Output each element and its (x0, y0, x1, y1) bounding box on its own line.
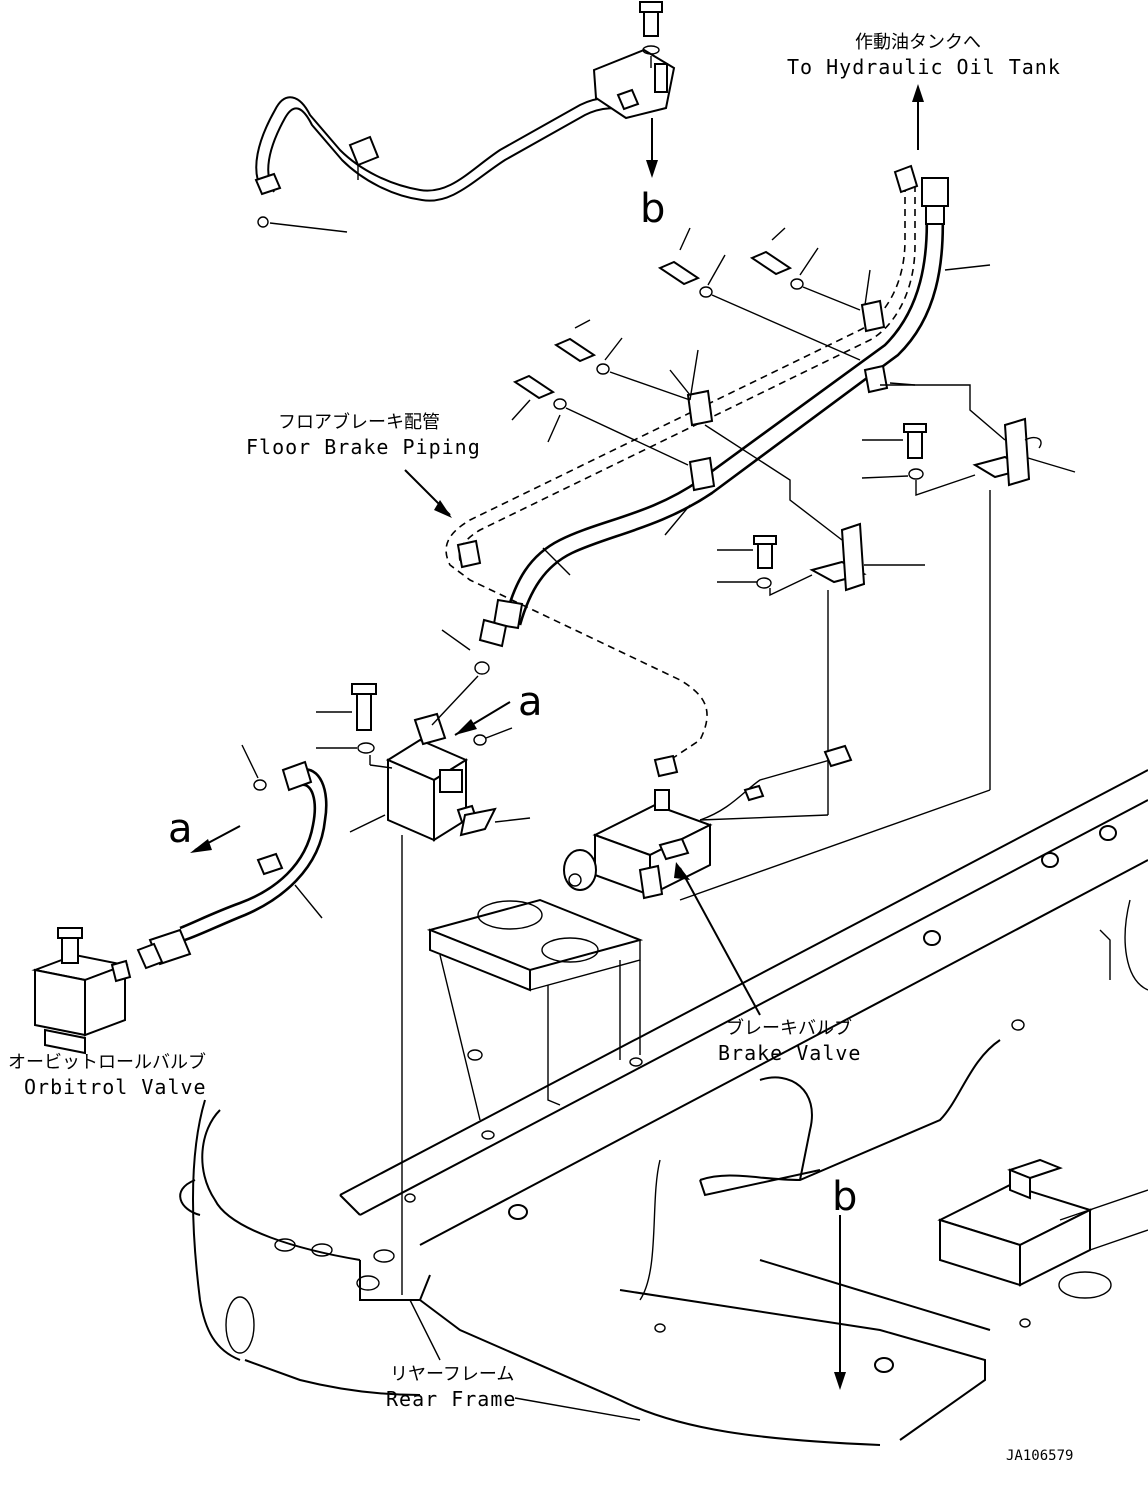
ref-b-upper: b (640, 186, 665, 232)
floor-brake-pipe (445, 164, 919, 778)
ref-b-lower: b (832, 1174, 857, 1220)
brake-valve-label-jp: ブレーキバルブ (726, 1017, 852, 1039)
brake-valve (563, 744, 991, 1016)
hydraulic-tank-label-en: To Hydraulic Oil Tank (787, 55, 1061, 79)
drawing-code: JA106579 (1006, 1448, 1073, 1464)
junction-block (316, 629, 531, 1295)
floor-brake-label-en: Floor Brake Piping (246, 435, 481, 459)
ref-a-block: a (518, 679, 543, 725)
orbitrol-label-en: Orbitrol Valve (24, 1075, 207, 1099)
upper-brake-pipe (254, 1, 676, 233)
brake-valve-label-en: Brake Valve (718, 1041, 861, 1065)
rear-frame-label-en: Rear Frame (386, 1387, 516, 1411)
return-hose (478, 177, 991, 648)
rear-frame (179, 769, 1148, 1446)
floor-brake-label-jp: フロアブレーキ配管 (278, 411, 440, 433)
hose-clamps (456, 269, 889, 569)
orbitrol-hose (136, 744, 328, 970)
ref-a-orbitrol: a (168, 806, 193, 852)
bolts-washers-top (511, 227, 861, 466)
hydraulic-tank-label-jp: 作動油タンクへ (855, 32, 981, 53)
orbitrol-valve (31, 927, 132, 1055)
orbitrol-label-jp: オービットロールバルブ (8, 1051, 206, 1073)
brackets-right (704, 384, 1076, 815)
rear-frame-label-jp: リヤーフレーム (390, 1364, 514, 1385)
